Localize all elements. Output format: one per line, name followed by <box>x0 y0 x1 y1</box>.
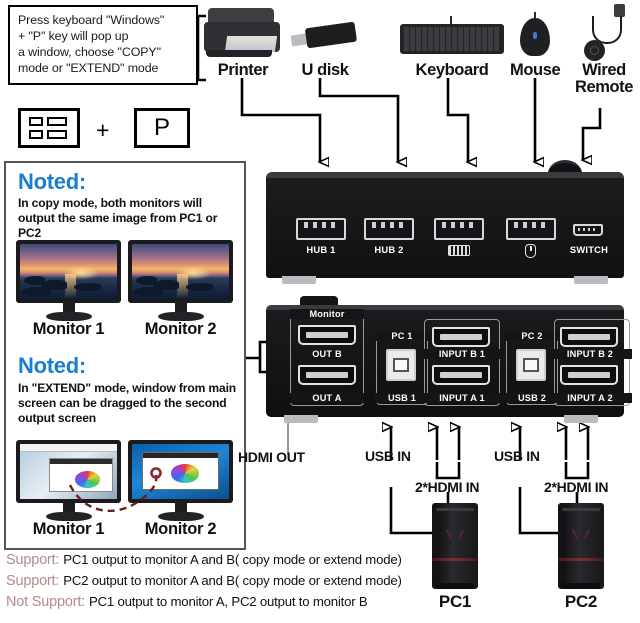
plus-sign: + <box>96 117 110 143</box>
monitor-1-copy <box>16 240 121 321</box>
usb-a-port-mouse[interactable] <box>506 218 556 240</box>
support-row-1: Support: PC1 output to monitor A and B( … <box>6 552 466 573</box>
support-row-2-key: Support: <box>6 573 60 589</box>
rear-port-label-out-b: OUT B <box>312 349 342 359</box>
rear-port-label-input-b1: INPUT B 1 <box>420 349 504 359</box>
usb-a-port-keyboard[interactable] <box>434 218 484 240</box>
usb-a-port-hub1[interactable] <box>296 218 346 240</box>
micro-usb-port-switch[interactable] <box>573 224 603 236</box>
shortcut-key-row: + P <box>14 104 194 156</box>
usb-b-port-usb1[interactable] <box>386 349 416 381</box>
monitor-2-extend-label: Monitor 2 <box>144 520 217 538</box>
wired-remote-label-line2: Remote <box>574 78 634 96</box>
port-label-switch: SWITCH <box>569 244 609 255</box>
keyboard-glyph-icon <box>448 245 470 256</box>
instruction-box: Press keyboard "Windows" + "P" key will … <box>8 5 198 85</box>
pc2-tower-icon <box>558 503 604 589</box>
hdmi-in-2-label: 2*HDMI IN <box>544 479 609 495</box>
rear-group-label-monitor: Monitor <box>290 309 364 319</box>
rear-group-label-pc2: PC 2 <box>504 331 560 341</box>
hdmi-port-input-b2[interactable] <box>560 327 618 347</box>
support-row-1-key: Support: <box>6 552 60 568</box>
rear-port-label-usb1: USB 1 <box>374 393 430 403</box>
rear-port-label-input-a1: INPUT A 1 <box>420 393 504 403</box>
instruction-line-2: + "P" key will pop up <box>18 29 129 44</box>
noted-body-1: In copy mode, both monitors will output … <box>18 196 218 241</box>
wired-remote-label-line1: Wired <box>582 61 626 79</box>
windows-key-cap <box>18 108 80 148</box>
rear-port-label-input-b2: INPUT B 2 <box>548 349 632 359</box>
printer-label: Printer <box>217 61 269 79</box>
windows-key-icon <box>29 117 69 139</box>
pc1-tower-icon <box>432 503 478 589</box>
port-label-hub1: HUB 1 <box>306 244 336 255</box>
monitor-2-extend <box>128 440 233 521</box>
hdmi-port-input-a1[interactable] <box>432 365 490 385</box>
hdmi-port-input-a2[interactable] <box>560 365 618 385</box>
usb-a-port-hub2[interactable] <box>364 218 414 240</box>
noted-body-2: In "EXTEND" mode, window from main scree… <box>18 381 237 426</box>
hdmi-port-out-a[interactable] <box>298 365 356 385</box>
support-row-2-value: PC2 output to monitor A and B( copy mode… <box>63 573 402 588</box>
hdmi-port-input-b1[interactable] <box>432 327 490 347</box>
pc2-label: PC2 <box>564 592 598 611</box>
instruction-line-1: Press keyboard "Windows" <box>18 13 165 27</box>
mouse-glyph-icon <box>525 244 536 258</box>
kvm-switch-rear-panel: Monitor OUT B OUT A PC 1 USB 1 INPUT B 1… <box>266 305 632 423</box>
keyboard-label: Keyboard <box>415 61 489 79</box>
support-row-1-value: PC1 output to monitor A and B( copy mode… <box>63 552 402 567</box>
hdmi-in-1-label: 2*HDMI IN <box>415 479 480 495</box>
rear-port-label-usb2: USB 2 <box>504 393 560 403</box>
hdmi-port-out-b[interactable] <box>298 325 356 345</box>
support-row-3: Not Support: PC1 output to monitor A, PC… <box>6 594 466 615</box>
keyboard-icon <box>400 16 504 54</box>
monitor-2-copy <box>128 240 233 321</box>
rear-group-label-pc1: PC 1 <box>374 331 430 341</box>
usb-in-2-label: USB IN <box>494 448 540 464</box>
hdmi-out-label: HDMI OUT <box>238 449 305 465</box>
support-row-2: Support: PC2 output to monitor A and B( … <box>6 573 466 594</box>
usb-in-1-label: USB IN <box>365 448 411 464</box>
wired-remote-icon <box>578 4 634 62</box>
noted-panel: Noted: In copy mode, both monitors will … <box>4 161 246 550</box>
printer-icon <box>204 6 282 62</box>
mouse-label: Mouse <box>510 61 561 79</box>
u-disk-label: U disk <box>301 61 349 79</box>
support-row-3-key: Not Support: <box>6 594 86 610</box>
usb-b-port-usb2[interactable] <box>516 349 546 381</box>
monitor-1-copy-label: Monitor 1 <box>32 320 105 338</box>
support-row-3-value: PC1 output to monitor A, PC2 output to m… <box>89 594 368 609</box>
monitor-1-extend-label: Monitor 1 <box>32 520 105 538</box>
instruction-line-3: a window, choose "COPY" <box>18 45 161 60</box>
mouse-icon <box>518 12 552 56</box>
monitor-1-extend <box>16 440 121 521</box>
rear-port-label-input-a2: INPUT A 2 <box>548 393 632 403</box>
pc1-label: PC1 <box>438 592 472 611</box>
rear-port-label-out-a: OUT A <box>290 393 364 403</box>
noted-heading-1: Noted: <box>18 169 86 194</box>
monitor-2-copy-label: Monitor 2 <box>144 320 217 338</box>
support-notes: Support: PC1 output to monitor A and B( … <box>6 552 466 618</box>
noted-heading-2: Noted: <box>18 353 86 378</box>
port-label-hub2: HUB 2 <box>374 244 404 255</box>
p-key-cap: P <box>134 108 190 148</box>
instruction-line-4: mode or "EXTEND" mode <box>18 61 159 76</box>
kvm-switch-front-panel: HUB 1 HUB 2 SWITCH <box>266 172 624 284</box>
